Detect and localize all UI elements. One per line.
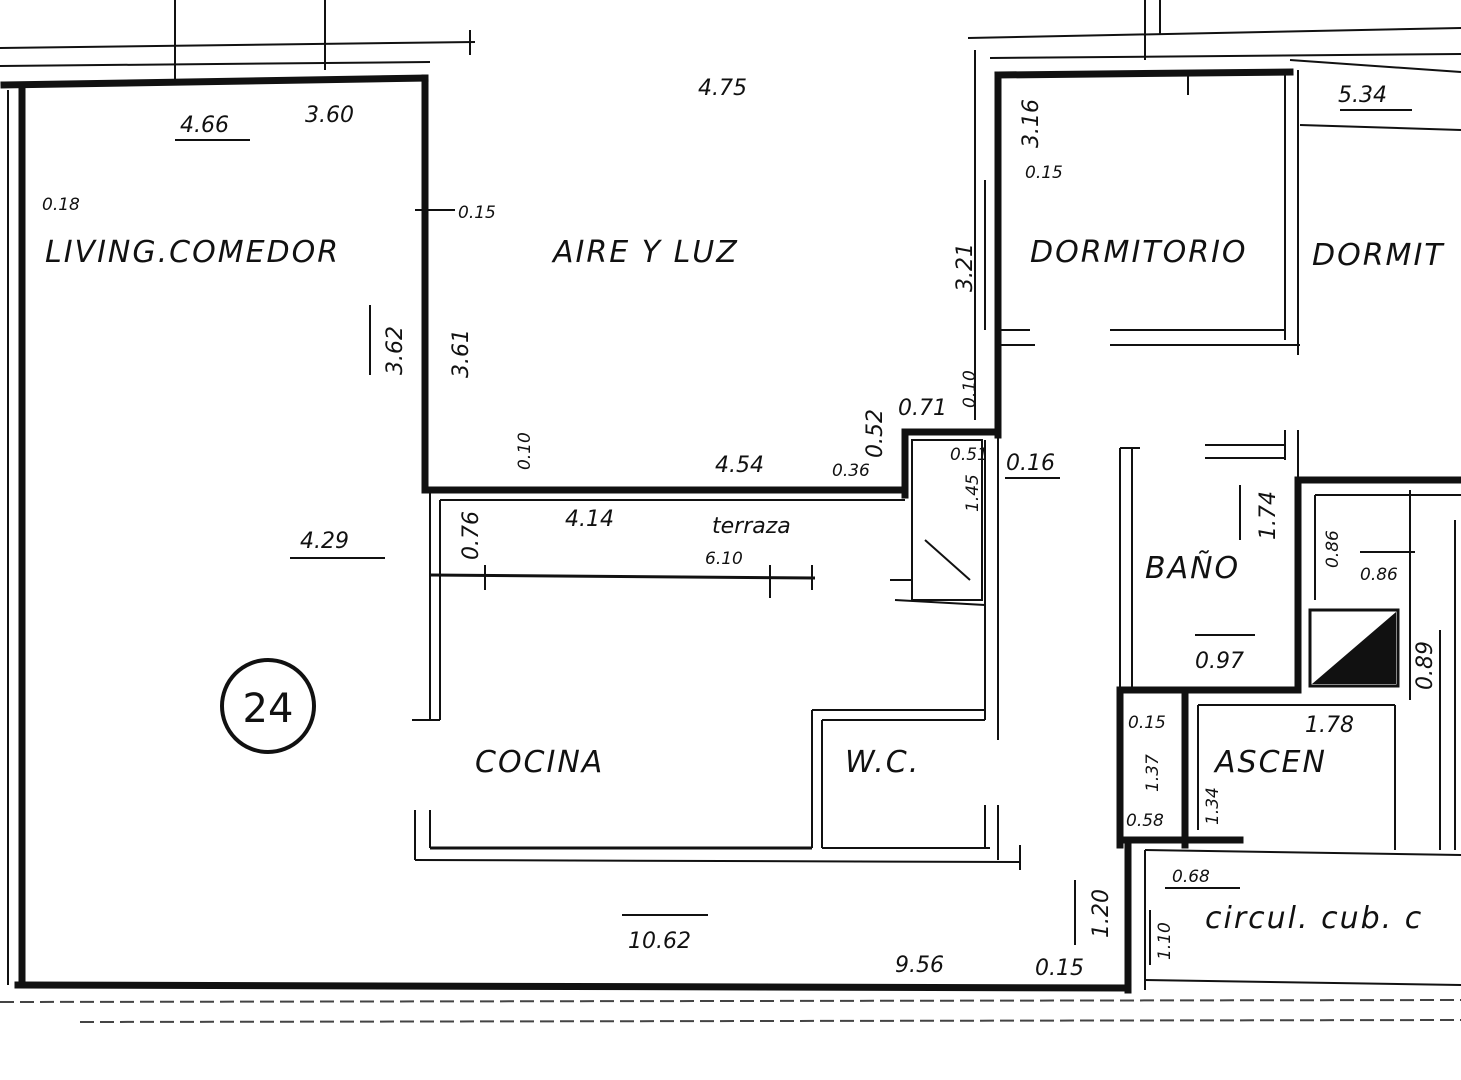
dim-label: 10.62 (628, 929, 691, 954)
dim-label: 1.34 (1203, 787, 1223, 825)
bedroom-walls (994, 68, 1461, 355)
dim-label: 0.86 (1323, 530, 1343, 568)
dim-label: 0.15 (1025, 163, 1063, 183)
core-walls (1116, 430, 1461, 994)
dim-label: 0.86 (1360, 565, 1398, 585)
dim-label: 0.76 (459, 511, 484, 560)
room-label-ascensor: ASCEN (1213, 745, 1327, 780)
room-label-wc: W.C. (845, 745, 920, 780)
dim-label: 1.78 (1305, 713, 1354, 738)
unit-number-badge: 24 (220, 658, 316, 754)
dim-label: 3.62 (383, 326, 408, 375)
dim-label: 0.15 (1035, 956, 1084, 981)
room-label-cocina: COCINA (475, 745, 604, 780)
dim-label: 6.10 (705, 549, 743, 569)
dim-label: 0.36 (832, 461, 870, 481)
dim-label: 0.51 (950, 445, 988, 465)
dim-label: 0.15 (1128, 713, 1166, 733)
dim-label: 4.54 (715, 453, 764, 478)
label-circulacion: circul. cub. c (1205, 901, 1423, 936)
living-walls (0, 74, 1461, 1023)
dim-label: 3.21 (953, 243, 978, 292)
room-label-bano: BAÑO (1145, 550, 1240, 586)
patio-walls (412, 50, 1002, 721)
dim-label: 0.52 (863, 409, 888, 458)
dim-label: 4.14 (565, 507, 614, 532)
kitchen-walls (414, 709, 1021, 870)
dim-label: 4.66 (180, 113, 229, 138)
dim-label: 0.10 (515, 432, 535, 470)
dim-label: 0.68 (1172, 867, 1210, 887)
room-label-aire-luz: AIRE Y LUZ (551, 235, 739, 270)
dim-label: 0.10 (960, 370, 980, 408)
dim-label: 1.20 (1089, 889, 1114, 938)
room-label-dormitorio: DORMITORIO (1030, 235, 1248, 270)
dim-label: 5.34 (1338, 83, 1387, 108)
dim-label: 0.16 (1006, 451, 1055, 476)
dim-label: 0.97 (1195, 649, 1244, 674)
dim-label: 0.89 (1413, 641, 1438, 690)
dim-label: 0.15 (458, 203, 496, 223)
terrace-box (890, 435, 999, 740)
dim-label: 0.58 (1126, 811, 1164, 831)
dim-label: 1.45 (963, 474, 983, 512)
dim-label: 1.74 (1256, 491, 1281, 540)
dim-label: 0.18 (42, 195, 80, 215)
dim-label: 3.61 (449, 329, 474, 378)
dim-label: 4.75 (698, 76, 747, 101)
unit-number: 24 (243, 686, 294, 732)
room-label-dormitorio-2: DORMIT (1312, 238, 1445, 273)
top-dimension-lines (0, 0, 1461, 80)
dim-label: 1.37 (1143, 754, 1163, 792)
dimension-ticks (175, 109, 1415, 965)
dim-label: 0.71 (898, 396, 947, 421)
dim-label: 1.10 (1155, 922, 1175, 960)
room-label-living: LIVING.COMEDOR (45, 235, 340, 270)
label-terraza: terraza (712, 514, 791, 539)
dim-label: 3.16 (1019, 99, 1044, 148)
dim-label: 4.29 (300, 529, 349, 554)
dim-label: 9.56 (895, 953, 944, 978)
dim-label: 3.60 (305, 103, 354, 128)
